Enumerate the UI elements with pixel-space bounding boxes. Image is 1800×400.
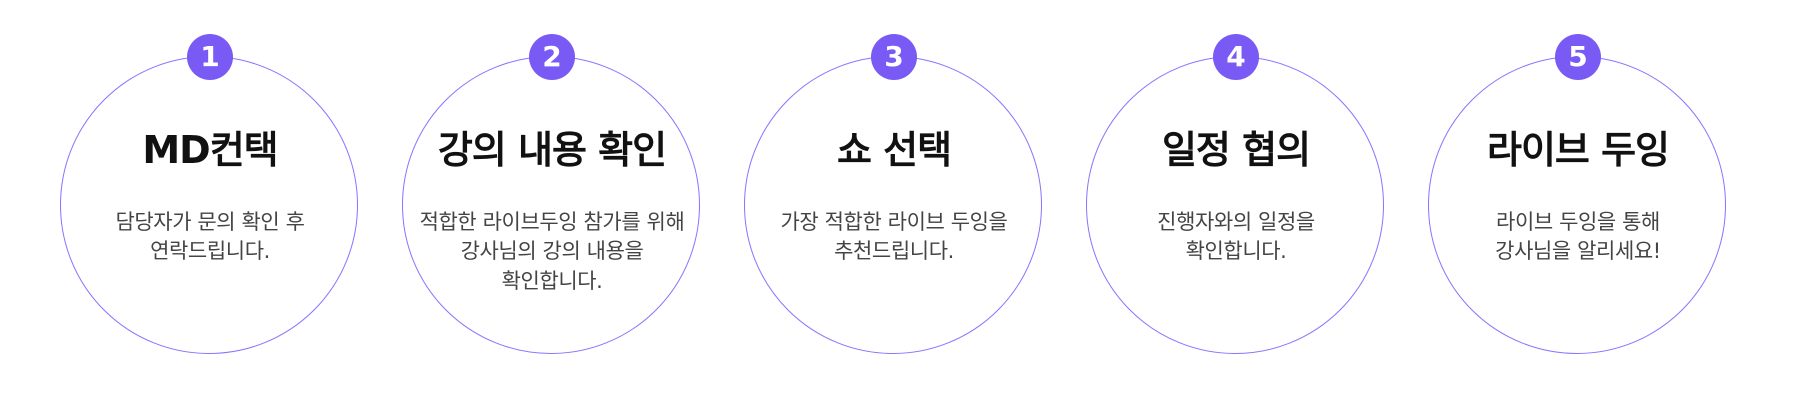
step-circle xyxy=(60,56,358,354)
step-title: 라이브 두잉 xyxy=(1486,128,1670,172)
step-description: 적합한 라이브두잉 참가를 위해 강사님의 강의 내용을 확인합니다. xyxy=(419,210,685,293)
step-description: 진행자와의 일정을 확인합니다. xyxy=(1157,210,1315,264)
step-title: 쇼 선택 xyxy=(836,128,952,172)
step-number-badge: 5 xyxy=(1555,34,1601,80)
step-4: 4 일정 협의 진행자와의 일정을 확인합니다. xyxy=(1086,34,1386,356)
step-2: 2 강의 내용 확인 적합한 라이브두잉 참가를 위해 강사님의 강의 내용을 … xyxy=(402,34,702,356)
step-number-badge: 3 xyxy=(871,34,917,80)
step-1: 1 MD컨택 담당자가 문의 확인 후 연락드립니다. xyxy=(60,34,360,356)
step-circle xyxy=(1086,56,1384,354)
step-description: 라이브 두잉을 통해 강사님을 알리세요! xyxy=(1495,210,1661,264)
step-title: 일정 협의 xyxy=(1161,128,1311,172)
step-title: MD컨택 xyxy=(142,128,278,172)
step-title: 강의 내용 확인 xyxy=(437,128,667,172)
step-5: 5 라이브 두잉 라이브 두잉을 통해 강사님을 알리세요! xyxy=(1428,34,1728,356)
step-description: 담당자가 문의 확인 후 연락드립니다. xyxy=(115,210,305,264)
step-number-badge: 2 xyxy=(529,34,575,80)
step-description: 가장 적합한 라이브 두잉을 추천드립니다. xyxy=(780,210,1008,264)
step-3: 3 쇼 선택 가장 적합한 라이브 두잉을 추천드립니다. xyxy=(744,34,1044,356)
step-number-badge: 1 xyxy=(187,34,233,80)
step-number-badge: 4 xyxy=(1213,34,1259,80)
step-circle xyxy=(744,56,1042,354)
step-circle xyxy=(402,56,700,354)
step-circle xyxy=(1428,56,1726,354)
